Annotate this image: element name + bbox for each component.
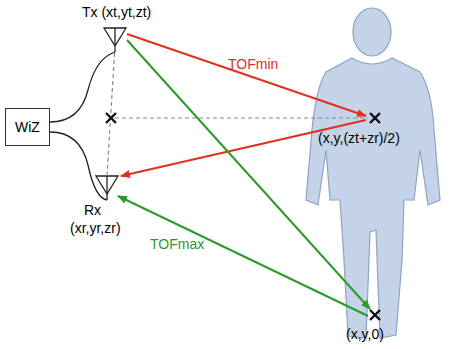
reference-line [107,46,368,176]
annotation-label: TOFmax [150,236,204,252]
annotation-label: (x,y,0) [346,326,384,342]
person-figure [306,8,440,338]
box-label: WiZ [15,119,40,135]
annotation-label: (x,y,(zt+zr)/2) [318,130,400,146]
annotation-label: Rx [84,202,101,218]
cable [50,52,115,200]
annotation-label: (xr,yr,zr) [70,220,121,236]
device-box: WiZ [5,108,50,146]
annotation-label: Tx (xt,yt,zt) [82,4,151,20]
signal-path [118,34,370,316]
annotation-label: TOFmin [228,56,278,72]
